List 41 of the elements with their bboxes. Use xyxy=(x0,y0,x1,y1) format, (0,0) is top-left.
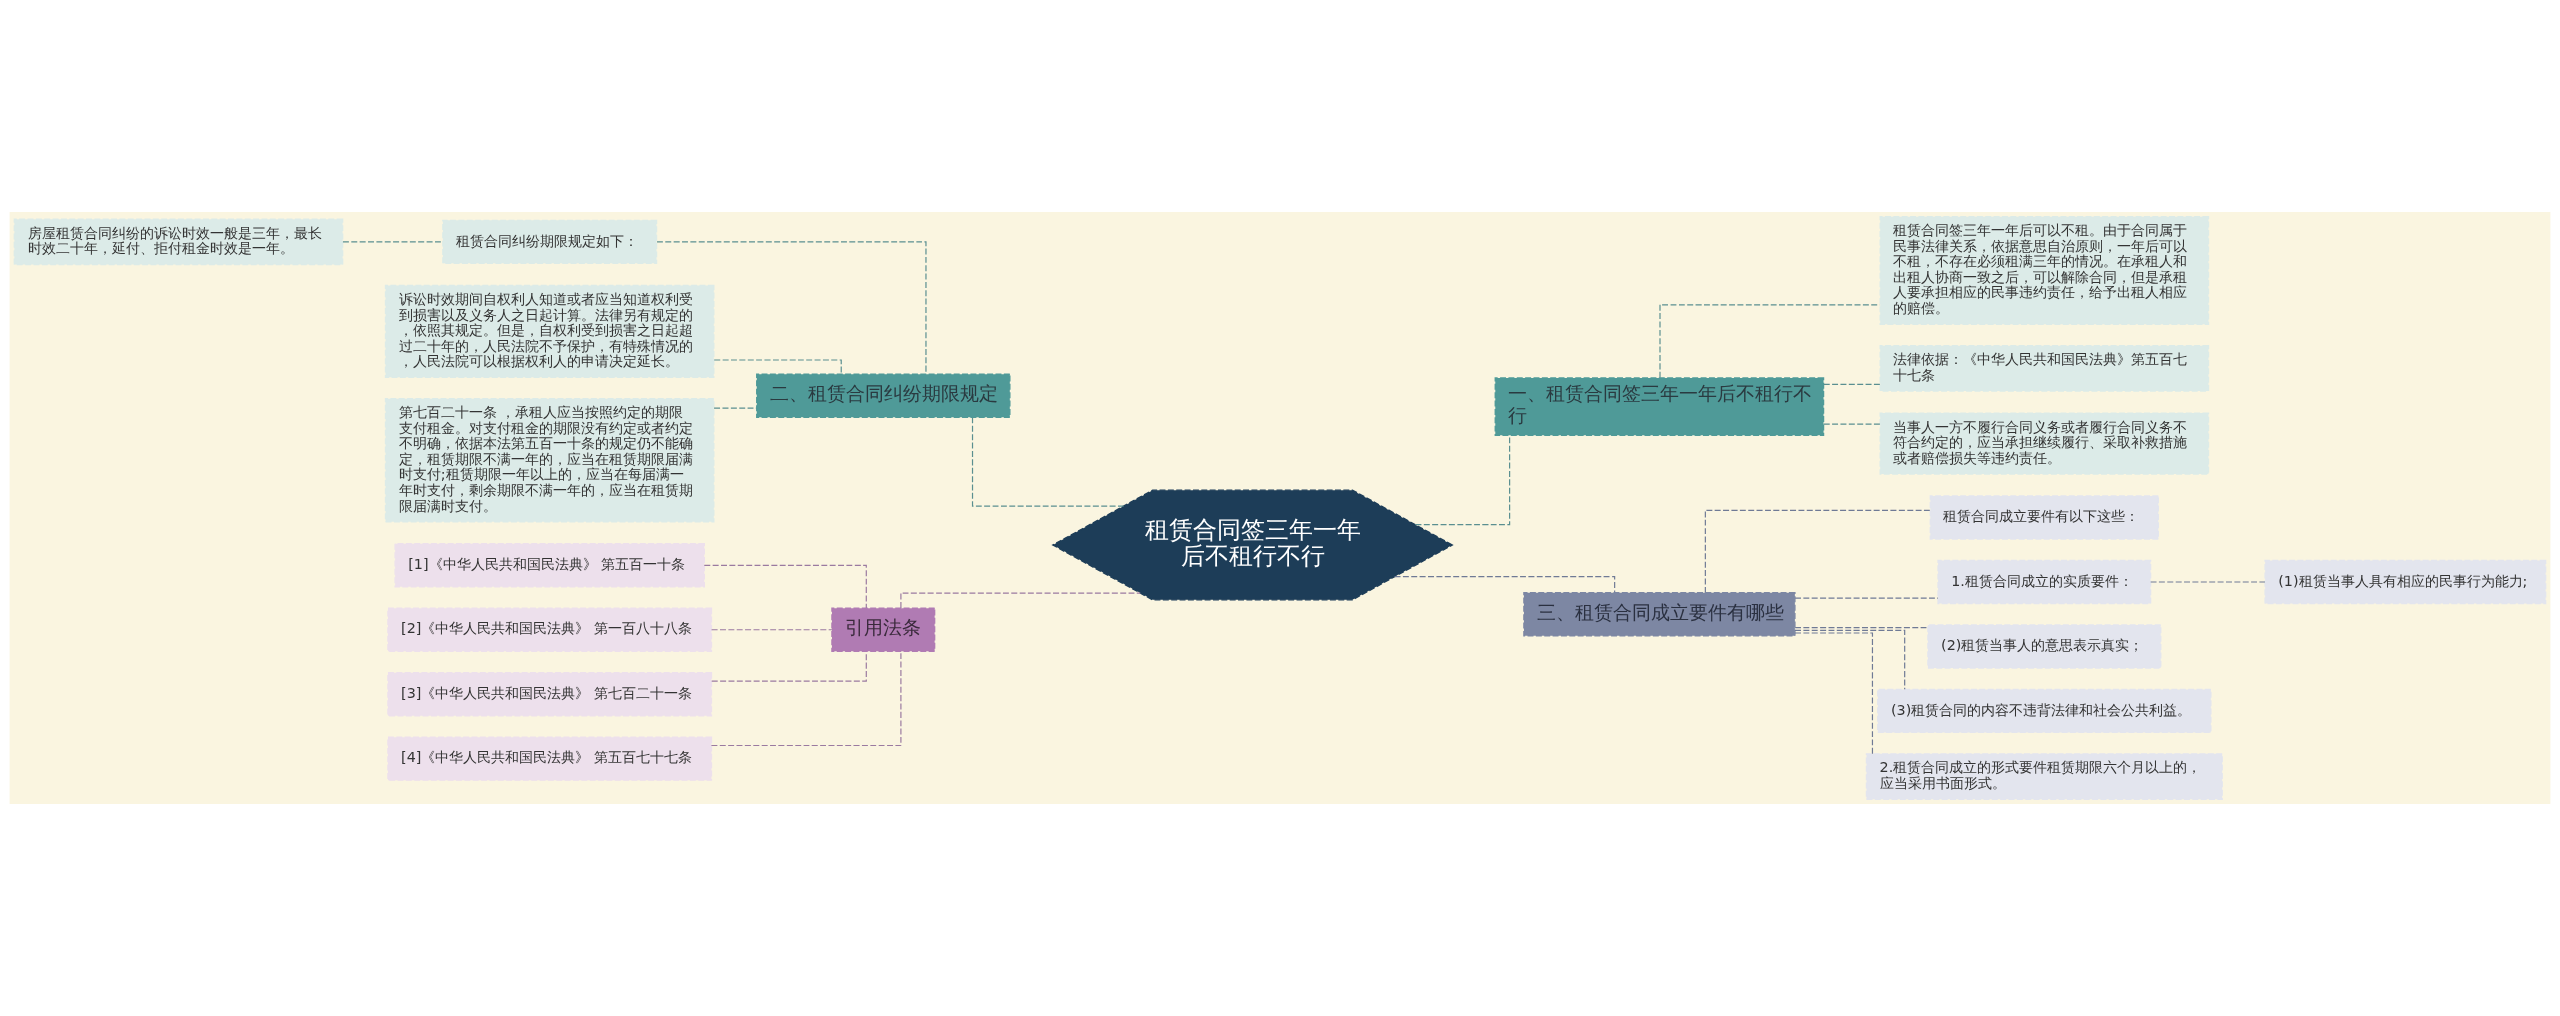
connector xyxy=(1794,627,1929,629)
node-box: 租赁合同纠纷期限规定如下： xyxy=(442,219,658,265)
connector xyxy=(1414,434,1511,526)
connector xyxy=(703,564,867,609)
connector xyxy=(1794,632,1874,755)
connector xyxy=(656,241,927,375)
node-box: (2)租赁当事人的意思表示真实； xyxy=(1927,624,2162,669)
connector xyxy=(1659,304,1881,379)
node-box: 诉讼时效期间自权利人知道或者应当知道权利受到损害以及义务人之日起计算。法律另有规定的，依照其规定。但是，自权利受到损害之日起超过二十年的，人民法院不予保护，有特殊情况的，人民法院可以根据权利人的申请决定延长。 xyxy=(384,284,715,379)
connector xyxy=(711,651,867,682)
node-box: 租赁合同签三年一年后可以不租。由于合同属于民事法律关系，依据意思自治原则，一年后可以不租，不存在必须租满三年的情况。在承租人和出租人协商一致之后，可以解除合同，但是承租人要承担相应的民事违约责任，给予出租人相应的赔偿。 xyxy=(1879,216,2210,325)
connector xyxy=(1794,629,1906,690)
node-box: (3)租赁合同的内容不违背法律和社会公共利益。 xyxy=(1877,688,2212,734)
connector xyxy=(710,650,902,747)
node-box: [4]《中华人民共和国民法典》 第五百七十七条 xyxy=(387,736,713,781)
connector xyxy=(1823,383,1881,386)
node-box: 一、租赁合同签三年一年后不租行不行 xyxy=(1494,377,1825,436)
node-box: 三、租赁合同成立要件有哪些 xyxy=(1523,592,1796,637)
node-box: 房屋租赁合同纠纷的诉讼时效一般是三年，最长时效二十年，延付、拒付租金时效是一年。 xyxy=(13,218,344,266)
connector xyxy=(1794,597,1939,599)
node-box: 租赁合同成立要件有以下这些： xyxy=(1929,495,2160,540)
node-box: 法律依据：《中华人民共和国民法典》第五百七十七条 xyxy=(1879,344,2210,392)
node-box: [1]《中华人民共和国民法典》 第五百一十条 xyxy=(394,543,705,588)
connector xyxy=(2150,581,2266,583)
connector xyxy=(713,359,842,375)
connector xyxy=(711,629,833,631)
node-box: (1)租赁当事人具有相应的民事行为能力; xyxy=(2264,559,2547,605)
connector xyxy=(971,417,1125,507)
node-box: 引用法条 xyxy=(831,607,936,652)
connector xyxy=(900,592,1141,609)
node-box: 第七百二十一条 ，承租人应当按照约定的期限支付租金。对支付租金的期限没有约定或者约定不明确，依据本法第五百一十条的规定仍不能确定，租赁期限不满一年的，应当在租赁期限届满时支付;租赁期限一年以上的，应当在每届满一年时支付，剩余期限不满一年的，应当在租赁期限届满时支付。 xyxy=(384,398,715,523)
connector xyxy=(713,407,758,409)
connector xyxy=(342,241,444,243)
node-box: 当事人一方不履行合同义务或者履行合同义务不符合约定的，应当承担继续履行、采取补救措施或者赔偿损失等违约责任。 xyxy=(1879,412,2210,475)
node-box: 2.租赁合同成立的形式要件租赁期限六个月以上的，应当采用书面形式。 xyxy=(1865,753,2223,800)
node-box: [2]《中华人民共和国民法典》 第一百八十八条 xyxy=(387,607,713,652)
node-box: 二、租赁合同纠纷期限规定 xyxy=(756,373,1011,418)
node-box: 1.租赁合同成立的实质要件： xyxy=(1937,559,2152,605)
node-box: [3]《中华人民共和国民法典》 第七百二十一条 xyxy=(387,672,713,717)
connector xyxy=(1823,423,1881,425)
connector xyxy=(1704,509,1931,594)
